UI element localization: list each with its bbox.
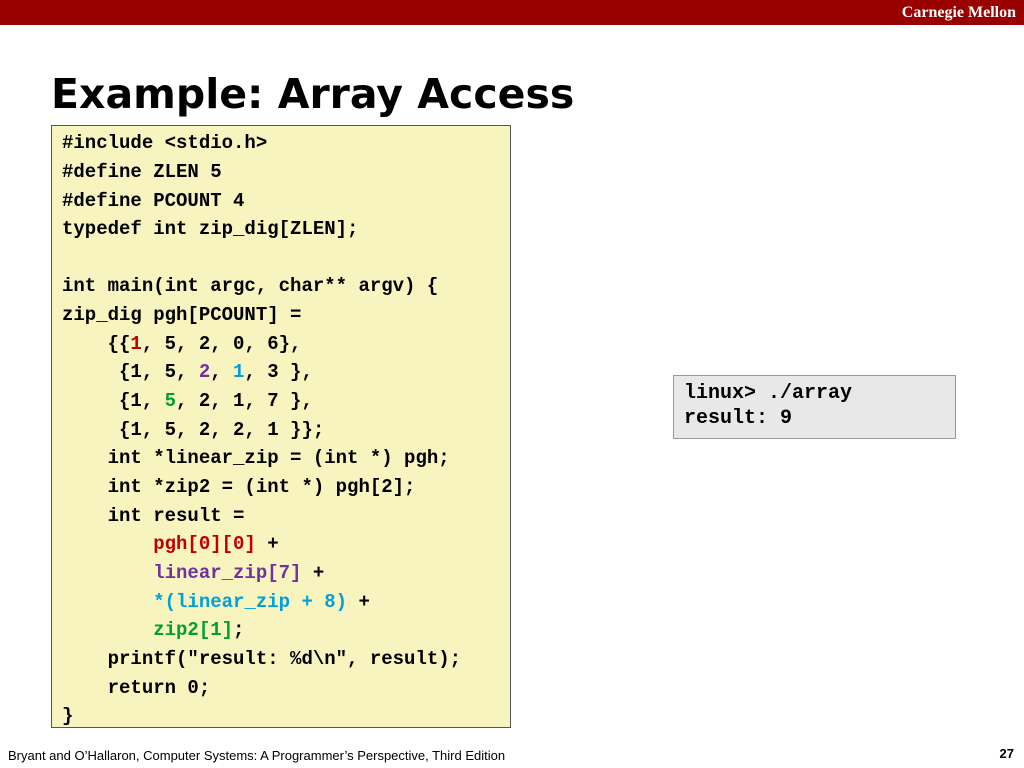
header-bar: Carnegie Mellon <box>0 0 1024 25</box>
highlight-purple-value: 2 <box>198 361 211 383</box>
highlight-red-expr: pgh[0][0] <box>153 533 256 555</box>
code-segment: + <box>301 562 325 584</box>
code-segment <box>62 591 153 613</box>
terminal-command: linux> ./array <box>684 382 853 405</box>
code-line: zip2[1]; <box>62 616 244 644</box>
terminal-output-box: linux> ./array result: 9 <box>673 375 956 439</box>
code-line: {{1, 5, 2, 0, 6}, <box>62 330 302 358</box>
code-segment <box>62 562 153 584</box>
code-line: int result = <box>62 505 245 527</box>
code-line: return 0; <box>62 677 211 699</box>
code-segment: + <box>347 591 370 613</box>
code-line: int *zip2 = (int *) pgh[2]; <box>62 476 416 498</box>
code-segment: , 5, 2, 0, 6}, <box>141 333 302 355</box>
code-line: *(linear_zip + 8) + <box>62 588 370 616</box>
code-line: typedef int zip_dig[ZLEN]; <box>62 218 359 240</box>
code-line: {1, 5, 2, 1, 3 }, <box>62 358 313 386</box>
highlight-green-value: 5 <box>164 390 177 412</box>
code-segment: , <box>210 361 234 383</box>
code-segment <box>62 533 153 555</box>
brand-label: Carnegie Mellon <box>901 4 1016 21</box>
code-segment: {{ <box>62 333 131 355</box>
code-line: linear_zip[7] + <box>62 559 324 587</box>
page-number: 27 <box>999 746 1014 761</box>
code-line: int main(int argc, char** argv) { <box>62 275 439 297</box>
code-segment: {1, <box>62 390 165 412</box>
code-listing: #include <stdio.h> #define ZLEN 5 #defin… <box>51 125 511 728</box>
slide-title: Example: Array Access <box>51 70 575 118</box>
code-line: {1, 5, 2, 1, 7 }, <box>62 387 313 415</box>
code-line: #define PCOUNT 4 <box>62 190 245 212</box>
code-line: {1, 5, 2, 2, 1 }}; <box>62 419 325 441</box>
code-segment: , 3 }, <box>244 361 313 383</box>
code-line: int *linear_zip = (int *) pgh; <box>62 447 450 469</box>
code-line: #include <stdio.h> <box>62 132 268 154</box>
code-segment: , 2, 1, 7 }, <box>176 390 313 412</box>
code-segment <box>62 619 153 641</box>
code-line: #define ZLEN 5 <box>62 161 222 183</box>
highlight-blue-value: 1 <box>233 361 245 383</box>
code-line: } <box>62 705 74 727</box>
code-line: zip_dig pgh[PCOUNT] = <box>62 304 302 326</box>
highlight-purple-expr: linear_zip[7] <box>153 562 302 584</box>
footer-citation: Bryant and O’Hallaron, Computer Systems:… <box>8 748 506 763</box>
highlight-blue-expr: *(linear_zip + 8) <box>153 591 348 613</box>
code-line: printf("result: %d\n", result); <box>62 648 462 670</box>
highlight-green-expr: zip2[1] <box>153 619 234 641</box>
code-line: pgh[0][0] + <box>62 530 279 558</box>
terminal-result: result: 9 <box>684 407 793 430</box>
highlight-red-value: 1 <box>130 333 142 355</box>
code-segment: + <box>255 533 279 555</box>
code-segment: {1, 5, <box>62 361 199 383</box>
code-segment: ; <box>233 619 245 641</box>
